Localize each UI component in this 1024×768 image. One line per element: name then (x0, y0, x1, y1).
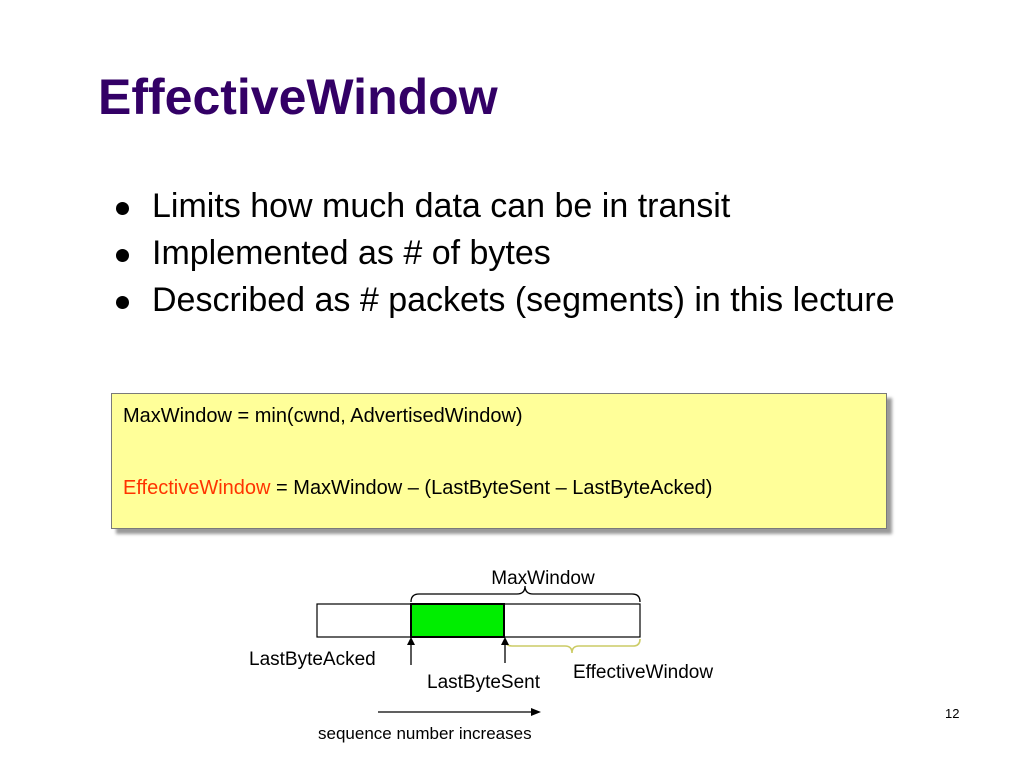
bullet-item: Implemented as # of bytes (110, 235, 910, 271)
effective-window-brace (504, 638, 641, 654)
page-number: 12 (945, 706, 960, 721)
last-byte-sent-arrow-head (501, 637, 509, 645)
slide-title: EffectiveWindow (98, 69, 498, 125)
effective-window-label: EffectiveWindow (573, 662, 713, 683)
bullet-dot-icon (116, 249, 129, 262)
effective-window-term: EffectiveWindow (123, 477, 271, 499)
bullet-item: Described as # packets (segments) in thi… (110, 282, 910, 318)
effective-window-formula: EffectiveWindow = MaxWindow – (LastByteS… (123, 476, 886, 500)
last-byte-acked-arrow-head (407, 637, 415, 645)
bullet-dot-icon (116, 202, 129, 215)
bullet-list: Limits how much data can be in transit I… (110, 188, 910, 329)
formula-box: MaxWindow = min(cwnd, AdvertisedWindow) … (111, 393, 887, 529)
in-flight-segment (410, 603, 505, 638)
sequence-direction-arrow-head (531, 708, 541, 716)
bullet-text: Limits how much data can be in transit (152, 187, 731, 225)
bullet-text: Described as # packets (segments) in thi… (152, 281, 895, 319)
bullet-text: Implemented as # of bytes (152, 234, 551, 272)
max-window-brace (410, 585, 641, 603)
max-window-formula: MaxWindow = min(cwnd, AdvertisedWindow) (123, 404, 886, 428)
last-byte-acked-label: LastByteAcked (249, 649, 376, 670)
sequence-note-label: sequence number increases (318, 724, 532, 743)
effective-window-formula-rest: = MaxWindow – (LastByteSent – LastByteAc… (270, 477, 713, 499)
max-window-label: MaxWindow (491, 568, 595, 589)
max-window-formula-text: MaxWindow = min(cwnd, AdvertisedWindow) (123, 405, 523, 427)
bullet-item: Limits how much data can be in transit (110, 188, 910, 224)
bullet-dot-icon (116, 296, 129, 309)
last-byte-sent-label: LastByteSent (427, 672, 541, 693)
